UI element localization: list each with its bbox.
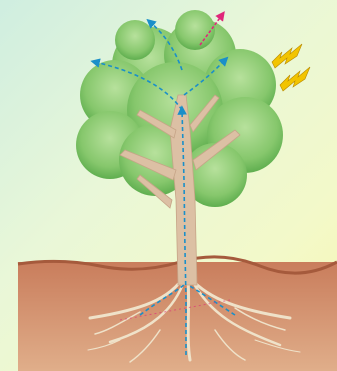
sunlight-icon [272,44,310,91]
